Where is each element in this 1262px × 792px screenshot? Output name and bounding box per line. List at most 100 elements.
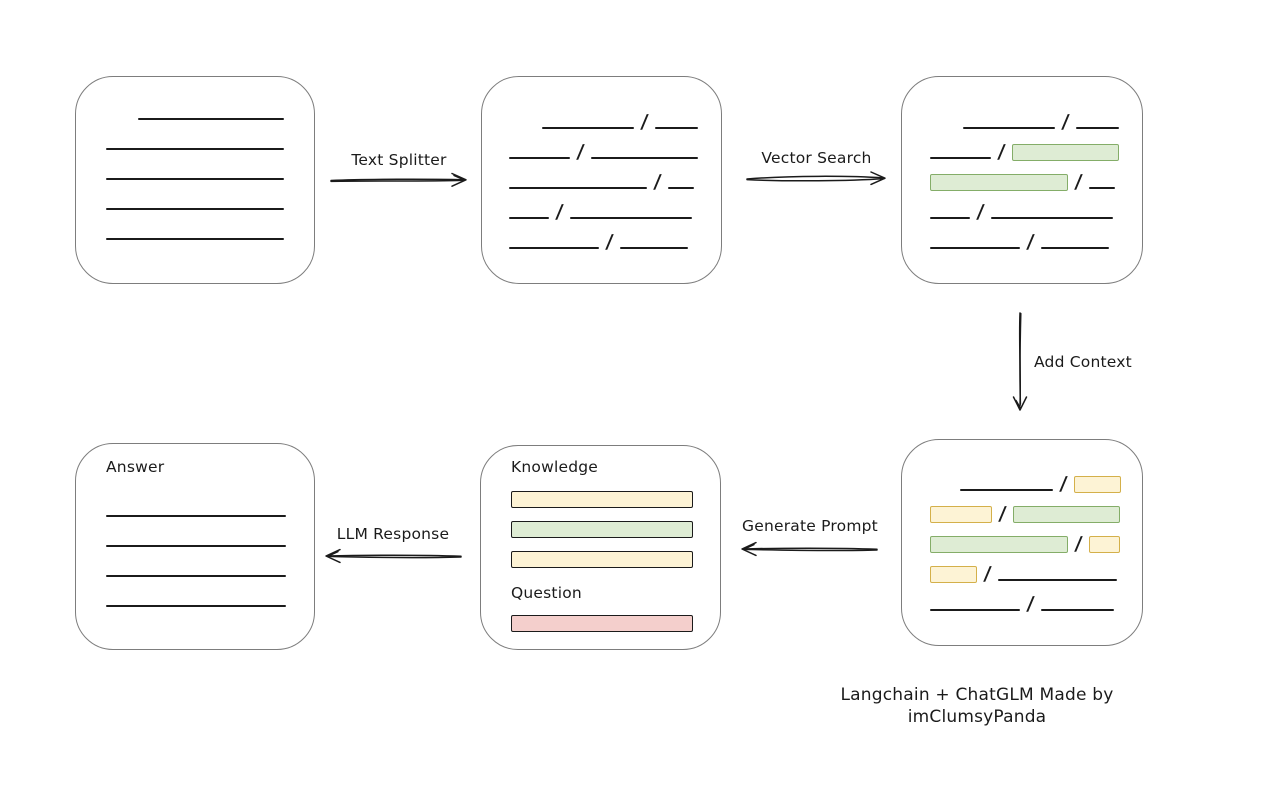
text-line	[930, 217, 970, 219]
text-line	[106, 238, 284, 240]
segment-row	[106, 581, 286, 611]
vector-search-label: Vector Search	[761, 149, 872, 167]
slash-separator: /	[1073, 533, 1084, 555]
prompt-box: Knowledge Question	[480, 445, 721, 650]
text-line	[990, 217, 1113, 219]
text-line	[106, 545, 286, 547]
text-line	[654, 127, 698, 129]
slash-separator: /	[1073, 171, 1084, 193]
segment-row: /	[930, 555, 1126, 585]
segment-row	[106, 124, 284, 154]
text-line	[619, 247, 688, 249]
credit-text: Langchain + ChatGLM Made by imClumsyPand…	[840, 685, 1114, 727]
segment-row	[106, 551, 286, 581]
text-line	[1040, 247, 1109, 249]
add-context-label: Add Context	[1034, 353, 1132, 371]
segment-row: /	[930, 585, 1126, 615]
text-line	[963, 127, 1055, 129]
text-line	[930, 609, 1020, 611]
slash-separator: /	[1060, 111, 1071, 133]
text-line	[106, 208, 284, 210]
green-highlight-bar	[930, 174, 1068, 191]
slash-separator: /	[604, 231, 615, 253]
text-splitter-arrow-icon	[330, 172, 467, 187]
green-bar	[511, 521, 693, 538]
llm-response-arrow-icon	[325, 548, 462, 564]
segment-row: /	[542, 103, 705, 133]
slash-separator: /	[982, 563, 993, 585]
segment-row: /	[930, 525, 1126, 555]
segment-row: /	[930, 193, 1126, 223]
slash-separator: /	[639, 111, 650, 133]
red-bar	[511, 615, 693, 632]
text-line	[930, 157, 991, 159]
knowledge-label: Knowledge	[511, 458, 599, 476]
segment-row	[106, 491, 286, 521]
text-line	[997, 579, 1117, 581]
vector-search-result-box: /////	[901, 76, 1143, 284]
yellow-highlight-bar	[1073, 476, 1121, 493]
segment-row	[106, 154, 284, 184]
segment-row: /	[509, 223, 705, 253]
split-chunks-box: /////	[481, 76, 722, 284]
source-document-box	[75, 76, 315, 284]
generate-prompt-arrow-icon	[741, 541, 878, 557]
green-highlight-bar	[1012, 506, 1120, 523]
yellow-highlight-bar	[930, 566, 977, 583]
answer-label: Answer	[106, 458, 165, 476]
segment-row	[106, 184, 284, 214]
yellow-bar	[511, 491, 693, 508]
vector-search-arrow-icon	[746, 171, 886, 186]
add-context-arrow-icon	[1012, 312, 1028, 411]
context-lines: / / / / /	[930, 465, 1126, 615]
text-splitter-label: Text Splitter	[351, 151, 447, 169]
green-highlight-bar	[1011, 144, 1119, 161]
yellow-bar	[511, 551, 693, 568]
segment-row: /	[960, 465, 1126, 495]
yellow-highlight-bar	[930, 506, 992, 523]
question-bars	[511, 615, 693, 632]
segment-row	[106, 214, 284, 244]
question-label: Question	[511, 584, 582, 602]
slash-separator: /	[1025, 231, 1036, 253]
slash-separator: /	[996, 141, 1007, 163]
text-line	[509, 247, 599, 249]
yellow-highlight-bar	[1088, 536, 1120, 553]
text-line	[138, 118, 284, 120]
segment-row	[138, 94, 284, 124]
green-highlight-bar	[930, 536, 1068, 553]
answer-box: Answer	[75, 443, 315, 650]
text-line	[106, 515, 286, 517]
document-lines	[106, 94, 284, 244]
slash-separator: /	[997, 503, 1008, 525]
text-line	[509, 157, 570, 159]
slash-separator: /	[554, 201, 565, 223]
text-line	[1040, 609, 1114, 611]
segment-row: /	[930, 223, 1126, 253]
text-line	[542, 127, 634, 129]
text-line	[106, 178, 284, 180]
text-line	[1088, 187, 1115, 189]
answer-lines	[106, 491, 286, 611]
segment-row	[106, 521, 286, 551]
text-line	[960, 489, 1053, 491]
text-line	[1075, 127, 1119, 129]
segment-row: /	[930, 133, 1126, 163]
text-line	[106, 148, 284, 150]
segment-row: /	[509, 133, 705, 163]
text-line	[509, 217, 549, 219]
chunk-lines: /////	[509, 103, 705, 253]
text-line	[667, 187, 694, 189]
added-context-box: / / / / /	[901, 439, 1143, 646]
segment-row: /	[963, 103, 1126, 133]
llm-response-label: LLM Response	[336, 525, 450, 543]
generate-prompt-label: Generate Prompt	[742, 517, 878, 535]
segment-row: /	[930, 495, 1126, 525]
text-line	[106, 605, 286, 607]
retrieved-lines: /////	[930, 103, 1126, 253]
slash-separator: /	[652, 171, 663, 193]
text-line	[106, 575, 286, 577]
slash-separator: /	[1025, 593, 1036, 615]
text-line	[590, 157, 698, 159]
text-line	[569, 217, 692, 219]
